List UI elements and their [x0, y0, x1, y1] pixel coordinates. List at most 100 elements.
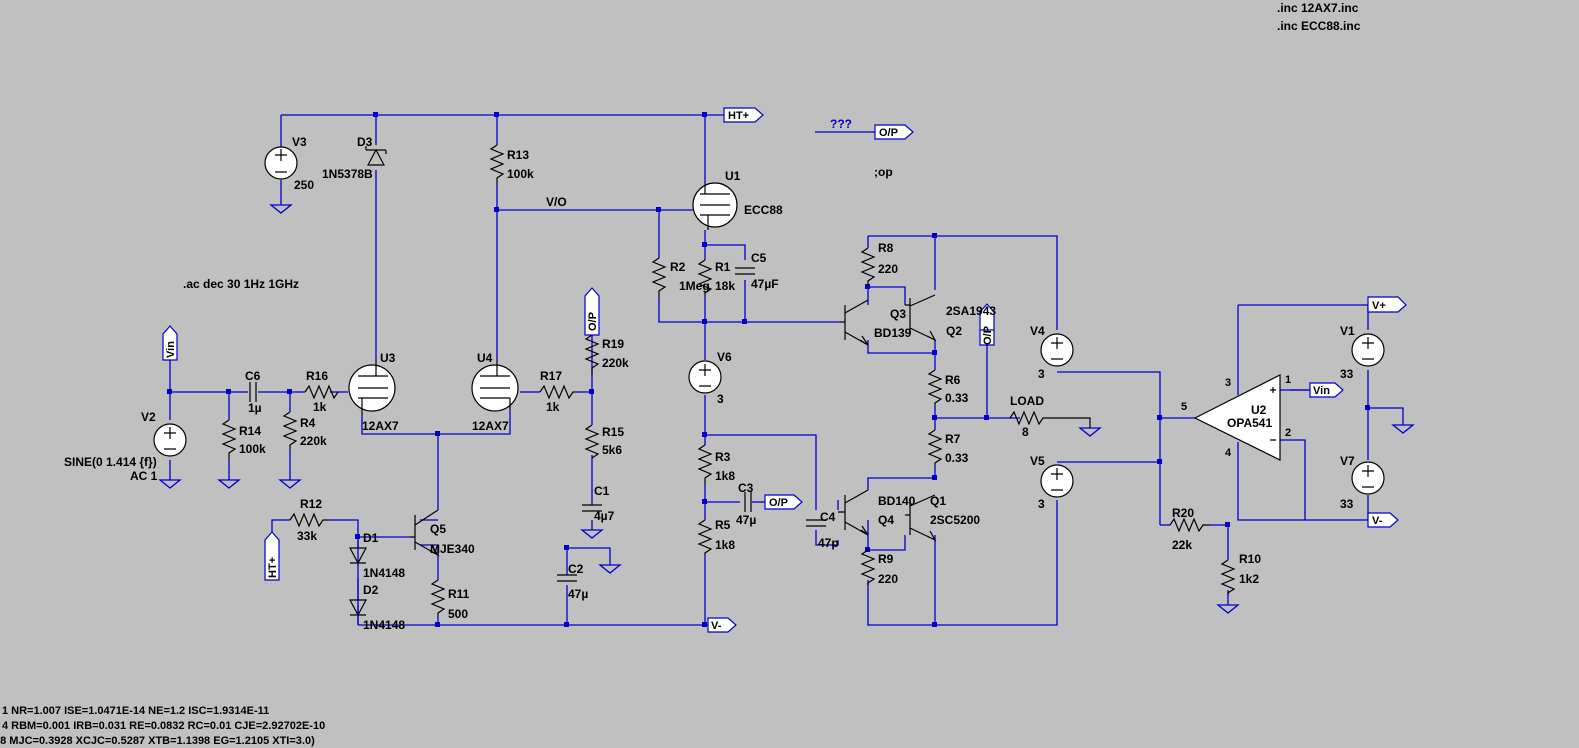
v7-source-symbol: [1351, 461, 1385, 495]
label-r6-value: 0.33: [945, 391, 969, 405]
label-c4-name: C4: [820, 510, 836, 524]
q5-bjt-symbol: [410, 509, 440, 557]
node-5: 5: [1181, 401, 1187, 413]
v3-source-symbol: [264, 146, 298, 180]
node-3: 3: [1225, 377, 1231, 389]
label-r19-value: 220k: [602, 356, 629, 370]
model-line-3: 58 MJC=0.3928 XCJC=0.5287 XTB=1.1398 EG=…: [0, 735, 315, 747]
label-u2-name: U2: [1251, 403, 1267, 417]
label-load-value: 8: [1022, 425, 1029, 439]
label-d1-name: D1: [363, 531, 379, 545]
q2-bjt-symbol: [905, 294, 937, 342]
junction-dots: [167, 112, 1370, 627]
label-r20-name: R20: [1172, 506, 1194, 520]
r17-resistor-symbol: [539, 384, 575, 400]
label-v2-value: SINE(0 1.414 {f}): [64, 455, 157, 469]
directive-inc-12ax7: .inc 12AX7.inc: [1277, 1, 1359, 15]
r13-resistor-symbol: [489, 144, 505, 183]
label-u4-name: U4: [477, 351, 493, 365]
q4-bjt-symbol: [838, 489, 869, 536]
r12-resistor-symbol: [289, 512, 328, 528]
r2-resistor-symbol: [651, 257, 667, 298]
label-u3-value: 12AX7: [362, 419, 399, 433]
label-v5-name: V5: [1030, 454, 1045, 468]
label-r2-name: R2: [670, 260, 686, 274]
node-1: 1: [1285, 374, 1291, 386]
flag-vin-input: Vin: [165, 341, 177, 358]
label-v7-value: 33: [1340, 497, 1354, 511]
label-r14-value: 100k: [239, 442, 266, 456]
label-c3-name: C3: [738, 481, 754, 495]
label-q5-value: MJE340: [430, 542, 475, 556]
flag-vin-opamp: Vin: [1313, 385, 1330, 397]
label-r2-value: 1Meg: [679, 279, 710, 293]
label-u1-value: ECC88: [744, 203, 783, 217]
label-v6-value: 3: [717, 392, 724, 406]
ground-symbols: [158, 204, 1415, 614]
label-c1-name: C1: [594, 484, 610, 498]
node-number-labels: 5 3 1 2 4: [1181, 374, 1291, 459]
r6-resistor-symbol: [927, 369, 943, 405]
component-symbols: [153, 144, 1385, 617]
label-q2-value: 2SA1943: [946, 304, 996, 318]
label-d1-value: 1N4148: [363, 566, 405, 580]
label-u3-name: U3: [380, 351, 396, 365]
label-r10-name: R10: [1239, 552, 1261, 566]
directive-labels: .inc 12AX7.inc .inc ECC88.inc .ac dec 30…: [183, 1, 1361, 291]
flag-v-plus: V+: [1372, 300, 1386, 312]
label-c2-value: 47µ: [568, 587, 588, 601]
flag-op-load: O/P: [982, 326, 994, 345]
model-text: 1 NR=1.007 ISE=1.0471E-14 NE=1.2 ISC=1.9…: [0, 705, 325, 747]
label-r10-value: 1k2: [1239, 572, 1259, 586]
label-r6-name: R6: [945, 373, 961, 387]
r19-resistor-symbol: [584, 334, 600, 375]
label-r12-name: R12: [300, 497, 322, 511]
u2-opamp-symbol: [1193, 374, 1281, 461]
flag-op-top: O/P: [879, 127, 898, 139]
label-u1-name: U1: [725, 169, 741, 183]
label-r14-name: R14: [239, 424, 261, 438]
label-r7-name: R7: [945, 432, 961, 446]
flag-ht-plus-top: HT+: [728, 110, 749, 122]
wires: [169, 114, 1404, 626]
flag-op-c3: O/P: [769, 497, 788, 509]
q1-bjt-symbol: [905, 494, 937, 542]
label-d3-value: 1N5378B: [322, 167, 373, 181]
label-v3-name: V3: [292, 135, 307, 149]
label-v5-value: 3: [1038, 497, 1045, 511]
c3-capacitor-symbol: [744, 492, 752, 512]
r20-resistor-symbol: [1169, 517, 1210, 533]
d1-diode-symbol: [349, 547, 367, 565]
label-v4-name: V4: [1030, 324, 1045, 338]
label-c4-value: 47p: [818, 536, 839, 550]
label-r15-value: 5k6: [602, 443, 622, 457]
load-resistor-symbol: [1009, 410, 1091, 428]
node-4: 4: [1225, 447, 1232, 459]
label-v6-name: V6: [717, 350, 732, 364]
label-r1-name: R1: [715, 260, 731, 274]
label-v2-value2: AC 1: [130, 469, 158, 483]
flag-ht-plus-left: HT+: [267, 557, 279, 578]
label-u4-value: 12AX7: [472, 419, 509, 433]
directive-op: ;op: [874, 165, 893, 179]
label-v1-name: V1: [1340, 324, 1355, 338]
r1-resistor-symbol: [697, 259, 713, 295]
label-q4-value: BD140: [878, 494, 916, 508]
d3-zener-symbol: [365, 146, 387, 166]
label-r12-value: 33k: [297, 529, 317, 543]
label-r4-name: R4: [300, 416, 316, 430]
v5-source-symbol: [1040, 464, 1074, 498]
directive-ac: .ac dec 30 1Hz 1GHz: [183, 277, 299, 291]
r4-resistor-symbol: [282, 411, 298, 450]
unknown-net-label: ???: [830, 117, 852, 131]
component-labels: V3 250 D3 1N5378B R13 100k U1 ECC88 R2 1…: [64, 135, 1355, 632]
r11-resistor-symbol: [430, 579, 446, 615]
label-v2-name: V2: [141, 410, 156, 424]
r10-resistor-symbol: [1220, 559, 1236, 595]
label-r17-name: R17: [540, 369, 562, 383]
r14-resistor-symbol: [221, 419, 237, 460]
label-c3-value: 47µ: [736, 513, 756, 527]
label-r13-value: 100k: [507, 167, 534, 181]
